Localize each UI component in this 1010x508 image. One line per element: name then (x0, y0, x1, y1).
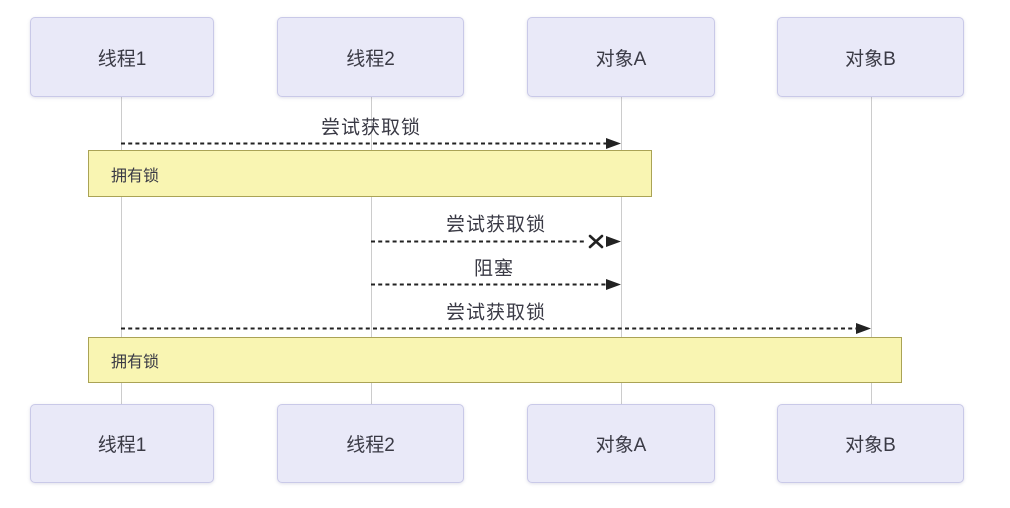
message-label-blocked: 阻塞 (473, 258, 515, 280)
activation-bar-own-lock-2: 拥有锁 (88, 337, 902, 383)
actor-label: 对象A (595, 48, 647, 70)
actor-label: 线程1 (97, 435, 147, 456)
message-label-try-lock-3: 尝试获取锁 (445, 302, 547, 324)
activation-bar-own-lock-1: 拥有锁 (88, 150, 652, 197)
arrowhead-icon (606, 279, 621, 290)
lifeline-thread2 (371, 96, 372, 404)
arrowhead-icon (606, 138, 621, 149)
actor-box-objectB-bottom: 对象B (777, 404, 964, 483)
lifeline-objectA (621, 96, 622, 404)
actor-box-objectA-bottom: 对象A (527, 404, 715, 483)
actor-label: 线程2 (346, 435, 395, 456)
actor-box-thread2-bottom: 线程2 (277, 404, 464, 483)
actor-label: 线程2 (346, 48, 395, 70)
lifeline-thread1 (121, 96, 122, 404)
actor-box-thread1-bottom: 线程1 (30, 404, 214, 483)
arrowhead-icon (606, 236, 621, 247)
activation-label: 拥有锁 (111, 354, 160, 371)
actor-label: 对象B (845, 435, 896, 456)
actor-box-objectB-top: 对象B (777, 17, 964, 97)
lifeline-objectB (871, 96, 872, 404)
x-mark-icon (588, 234, 604, 249)
actor-label: 对象B (845, 48, 896, 70)
actor-label: 对象A (595, 435, 647, 456)
activation-label: 拥有锁 (111, 167, 160, 185)
arrowhead-icon (856, 323, 871, 334)
message-label-try-lock-2: 尝试获取锁 (445, 214, 547, 236)
actor-label: 线程1 (97, 48, 147, 70)
actor-box-thread1-top: 线程1 (30, 17, 214, 97)
message-label-try-lock-1: 尝试获取锁 (320, 117, 422, 139)
actor-box-objectA-top: 对象A (527, 17, 715, 97)
actor-box-thread2-top: 线程2 (277, 17, 464, 97)
